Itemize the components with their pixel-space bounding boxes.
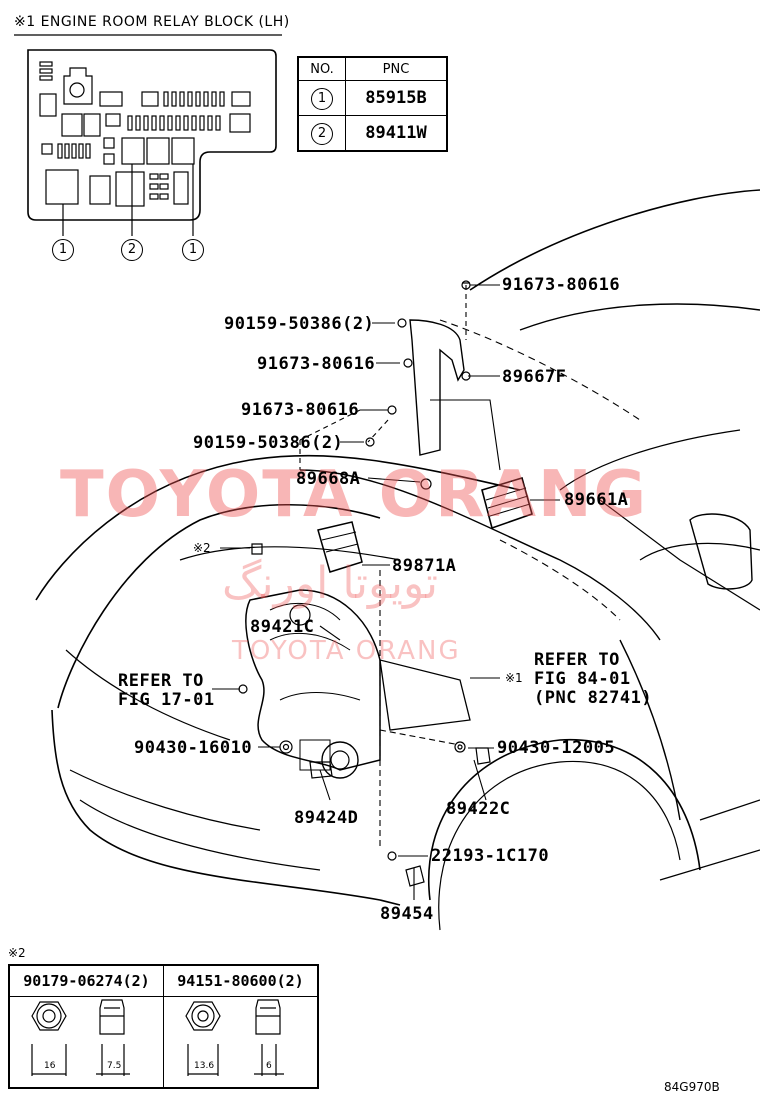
pnc-row-value: 85915B (345, 80, 448, 116)
part-label: 22193-1C170 (431, 846, 550, 866)
refer-label: (PNC 82741) (534, 688, 653, 708)
pnc-header-pnc: PNC (345, 56, 448, 81)
relay-block-outline (27, 49, 277, 221)
part-label: 89661A (564, 490, 629, 510)
pnc-row-no: 2 (311, 122, 333, 145)
watermark-persian: تویوتا اورنگ (222, 558, 438, 609)
part-label: 89454 (380, 904, 434, 924)
note2-table: 90179-06274(2) 94151-80600(2) (8, 964, 319, 1089)
part-label: 89424D (294, 808, 359, 828)
relay-block-title: ※1 ENGINE ROOM RELAY BLOCK (LH) (14, 14, 290, 30)
part-label: 91673-80616 (241, 400, 360, 420)
part-label: 90159-50386(2) (224, 314, 375, 334)
refer-label: FIG 84-01 (534, 669, 631, 689)
car-body-outline (35, 454, 521, 601)
pnc-row: 1 85915B (297, 80, 448, 116)
figure-code: 84G970B (664, 1080, 720, 1094)
part-label: 91673-80616 (502, 275, 621, 295)
part-label: 91673-80616 (257, 354, 376, 374)
part-label: 89667F (502, 367, 567, 387)
part-label: 89871A (392, 556, 457, 576)
pnc-table: NO. PNC 1 85915B 2 89411W (297, 56, 448, 152)
watermark-main: TOYOTA ORANG (60, 458, 649, 532)
part-label: 90430-12005 (497, 738, 616, 758)
part-label: 90159-50386(2) (193, 433, 344, 453)
part-label: 90430-16010 (134, 738, 253, 758)
watermark-sub: TOYOTA ORANG (232, 636, 461, 666)
part-label: 89668A (296, 469, 361, 489)
engine-sketch (245, 589, 381, 771)
relay-callout-2: 2 (121, 239, 143, 261)
refer-label: FIG 17-01 (118, 690, 215, 710)
pnc-row: 2 89411W (297, 115, 448, 152)
note-mark: ※2 (193, 541, 211, 555)
part-label: 89422C (446, 799, 511, 819)
pnc-row-value: 89411W (345, 115, 448, 152)
ecu-shape (481, 476, 533, 530)
note-mark: ※1 (505, 671, 523, 685)
part-label: 89421C (250, 617, 315, 637)
relay-callout-1b: 1 (182, 239, 204, 261)
note2-part: 94151-80600(2) (163, 964, 319, 997)
relay-callout-1a: 1 (52, 239, 74, 261)
dim-label: 16 (44, 1061, 56, 1071)
pnc-header-no: NO. (297, 56, 346, 81)
dim-label: 7.5 (107, 1061, 122, 1071)
note2-part: 90179-06274(2) (8, 964, 164, 997)
wheel-arch (428, 738, 701, 901)
dim-label: 6 (266, 1061, 272, 1071)
refer-label: REFER TO (534, 650, 620, 670)
relay-block-internals (39, 61, 251, 236)
pnc-row-no: 1 (311, 87, 333, 110)
note2-mark: ※2 (8, 946, 26, 960)
dim-label: 13.6 (194, 1061, 215, 1071)
refer-label: REFER TO (118, 671, 204, 691)
